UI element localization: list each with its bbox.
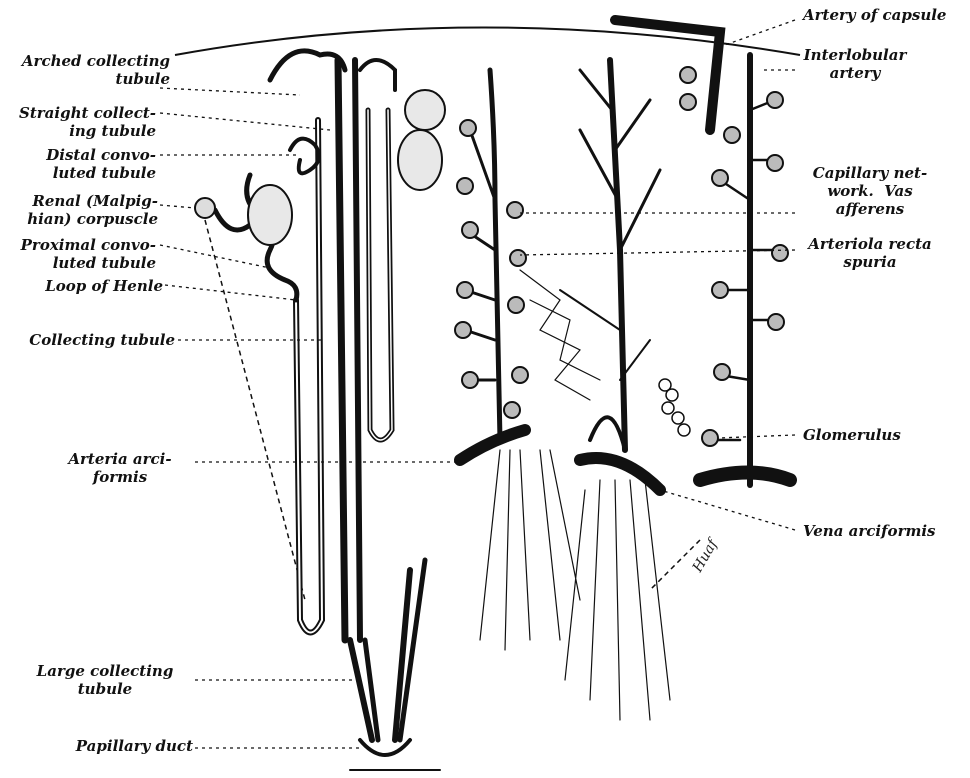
- label-proximal-convoluted-tubule: Proximal convo- luted tubule: [0, 236, 156, 272]
- vein-tree: [610, 60, 625, 450]
- vena-arciformis: [580, 458, 660, 490]
- leader-straight: [160, 113, 330, 130]
- leader-loop: [165, 285, 296, 300]
- interlobular-artery-middle: [490, 70, 500, 440]
- label-capillary-network: Capillary net- work. Vas afferens: [795, 164, 945, 218]
- glomerulus: [702, 430, 718, 446]
- pyramid-left-border: [205, 220, 305, 600]
- leader-vena: [660, 490, 795, 530]
- renal-corpuscle: [195, 198, 215, 218]
- label-renal-corpuscle: Renal (Malpig- hian) corpuscle: [0, 192, 158, 228]
- leader-proximal: [160, 245, 270, 268]
- glomerulus-cluster: [659, 379, 690, 436]
- label-large-collecting-tubule: Large collecting tubule: [15, 662, 195, 698]
- glomeruli-middle: [455, 120, 528, 418]
- vasa-recta: [480, 450, 670, 720]
- vascular-tree-middle: [460, 60, 670, 720]
- vascular-tree-right: [615, 20, 790, 485]
- glomeruli-right: [680, 67, 788, 446]
- collecting-tubule: [338, 60, 345, 640]
- leader-renal: [160, 205, 195, 208]
- distal-convoluted-tubule: [290, 139, 319, 174]
- label-arteriola-recta-spuria: Arteriola recta spuria: [795, 235, 945, 271]
- label-glomerulus: Glomerulus: [803, 426, 923, 444]
- label-distal-convoluted-tubule: Distal convo- luted tubule: [8, 146, 156, 182]
- label-collecting-tubule: Collecting tubule: [0, 331, 175, 349]
- label-interlobular-artery: Interlobular artery: [795, 46, 915, 82]
- leader-arched: [160, 88, 300, 95]
- arched-collecting-tubule: [270, 51, 345, 80]
- label-arched-collecting-tubule: Arched collecting tubule: [8, 52, 170, 88]
- label-straight-collecting-tubule: Straight collect- ing tubule: [8, 104, 156, 140]
- arteria-arciformis: [460, 430, 525, 460]
- label-vena-arciformis: Vena arciformis: [803, 522, 963, 540]
- label-loop-of-henle: Loop of Henle: [0, 277, 163, 295]
- label-artery-of-capsule: Artery of capsule: [803, 6, 968, 24]
- label-papillary-duct: Papillary duct: [0, 737, 193, 755]
- label-arteria-arciformis: Arteria arci- formis: [40, 450, 200, 486]
- papillary-duct: [360, 740, 410, 755]
- leader-capsule: [725, 20, 795, 45]
- leader-glomerulus: [718, 435, 795, 438]
